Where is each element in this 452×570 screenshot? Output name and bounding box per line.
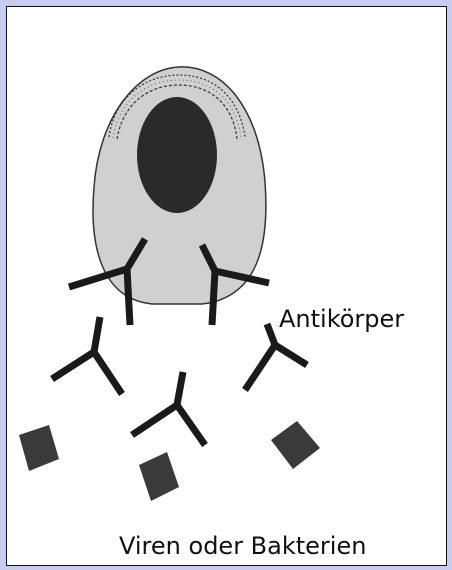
diagram-panel: Antikörper Viren oder Bakterien	[6, 6, 447, 566]
pathogen-center	[139, 452, 179, 501]
pathogen-left	[19, 425, 59, 471]
antibody-free-right	[245, 324, 307, 390]
nucleus	[137, 97, 217, 213]
antibody-free-left	[52, 317, 122, 394]
antibody-free-center	[132, 372, 205, 445]
pathogens	[19, 421, 320, 501]
pathogen-right	[271, 421, 320, 469]
immune-response-diagram	[7, 7, 447, 566]
antibody-label: Antikörper	[279, 307, 404, 331]
pathogen-label: Viren oder Bakterien	[119, 534, 366, 558]
